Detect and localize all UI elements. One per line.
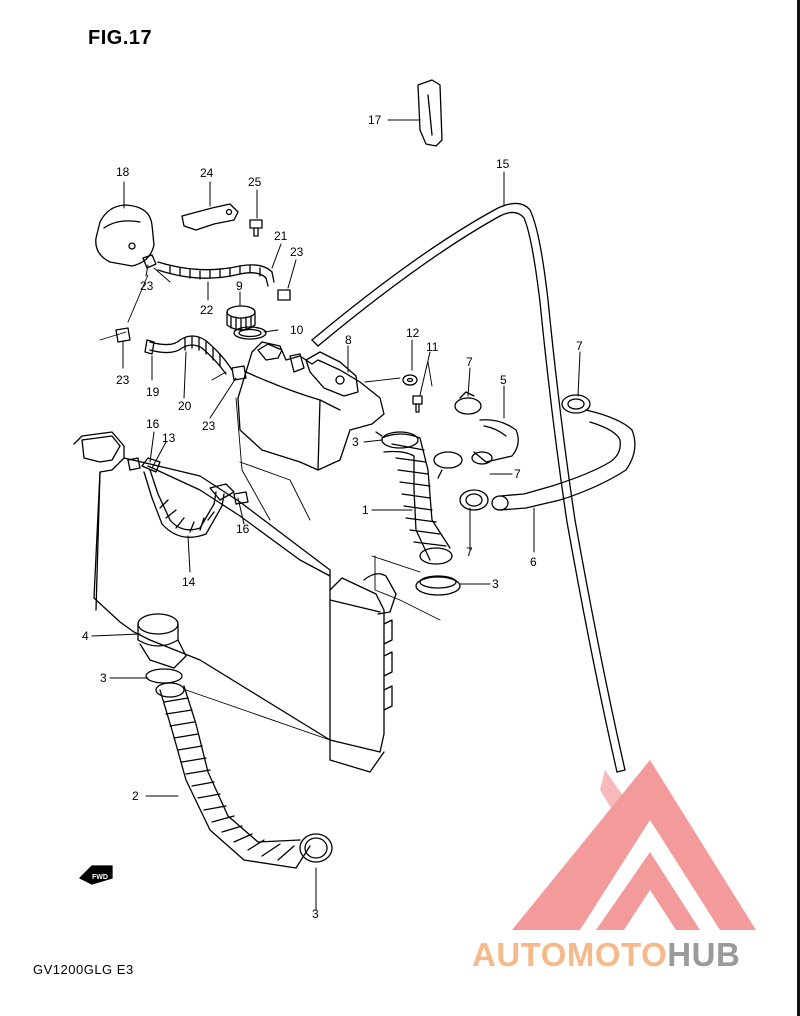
callout-25: 25	[248, 175, 262, 189]
callout-15: 15	[496, 157, 510, 171]
callout-6: 6	[530, 555, 537, 569]
model-code-footer: GV1200GLG E3	[33, 962, 134, 977]
leader-lines	[91, 119, 581, 911]
callout-5: 5	[500, 373, 507, 387]
clamp-part-7-b	[433, 451, 463, 479]
watermark-text-hub: HUB	[667, 936, 741, 973]
callout-7-c: 7	[466, 545, 473, 559]
cap-part-9	[226, 305, 256, 332]
callout-18: 18	[116, 165, 130, 179]
watermark-text: AUTOMOTOHUB	[472, 936, 740, 974]
breather-hose-part-14	[143, 469, 225, 538]
hose-part-1	[381, 433, 453, 565]
callout-8: 8	[345, 333, 352, 347]
fitting-part-16b	[209, 483, 235, 501]
hose-part-2	[155, 682, 311, 869]
watermark-logo-icon	[512, 760, 756, 930]
callout-19: 19	[146, 385, 160, 399]
clamp-part-3-c	[145, 668, 183, 684]
bolt-part-11	[412, 395, 423, 413]
callout-24: 24	[200, 166, 214, 180]
figure-title: FIG.17	[88, 27, 153, 49]
callout-3-d: 3	[312, 907, 319, 921]
callout-22: 22	[200, 303, 214, 317]
callout-23-d: 23	[202, 419, 216, 433]
callout-20: 20	[178, 399, 192, 413]
clip-part-16-a	[127, 457, 141, 471]
callout-7-a: 7	[466, 355, 473, 369]
callout-23-b: 23	[140, 279, 154, 293]
reservoir-tank-part-8	[237, 341, 385, 471]
right-border	[797, 0, 800, 1016]
callout-10: 10	[290, 323, 304, 337]
callout-17: 17	[368, 113, 382, 127]
clip-part-16-b	[233, 491, 249, 505]
hose-part-6	[491, 409, 636, 511]
joint-part-13	[141, 457, 161, 473]
clamp-part-7-a	[454, 391, 482, 415]
callout-3-a: 3	[352, 435, 359, 449]
watermark-text-automoto: AUTOMOTO	[472, 936, 668, 973]
clamp-part-3-b	[415, 575, 461, 596]
clip-part-23-d	[231, 365, 247, 381]
overflow-tube-part-15	[311, 202, 626, 773]
callout-21: 21	[274, 229, 288, 243]
callout-23-c: 23	[116, 373, 130, 387]
cover-part-18	[95, 204, 155, 267]
washer-part-12	[402, 374, 418, 386]
callout-labels: 17 15 18 24 25 21 23 23 22 9 10 23 19 20…	[82, 113, 583, 921]
callout-7-b: 7	[514, 467, 521, 481]
hose-part-20	[149, 335, 233, 375]
callout-13: 13	[162, 431, 176, 445]
hose-end-part-19	[144, 339, 155, 355]
clamp-part-7-c	[459, 489, 489, 511]
clamp-part-7-d	[561, 394, 591, 414]
elbow-part-5	[471, 419, 519, 465]
clip-part-23-a	[142, 254, 157, 269]
bracket-part-24	[181, 203, 239, 231]
callout-3-c: 3	[100, 671, 107, 685]
callout-7-d: 7	[576, 339, 583, 353]
callout-11: 11	[426, 340, 439, 354]
thermostat-housing-part-4	[137, 613, 187, 669]
callout-2: 2	[132, 789, 139, 803]
reference-lines	[99, 267, 441, 741]
clip-part-23-b	[277, 289, 291, 301]
clip-part-17	[417, 79, 443, 147]
callout-23-a: 23	[290, 245, 304, 259]
callout-9: 9	[236, 279, 243, 293]
fwd-arrow-icon	[79, 865, 113, 885]
callout-12: 12	[406, 326, 420, 340]
callout-4: 4	[82, 629, 89, 643]
callout-14: 14	[182, 575, 196, 589]
callout-16-a: 16	[146, 417, 160, 431]
gasket-part-10	[233, 326, 267, 340]
hose-part-22	[157, 261, 275, 287]
callout-3-b: 3	[492, 577, 499, 591]
fwd-label: FWD	[92, 874, 108, 881]
clip-part-23-c	[115, 327, 131, 343]
callout-1: 1	[362, 503, 369, 517]
callout-16-b: 16	[236, 522, 250, 536]
radiator-core	[73, 431, 397, 773]
clamp-part-3-d	[299, 833, 333, 863]
bolt-part-25	[249, 219, 263, 237]
